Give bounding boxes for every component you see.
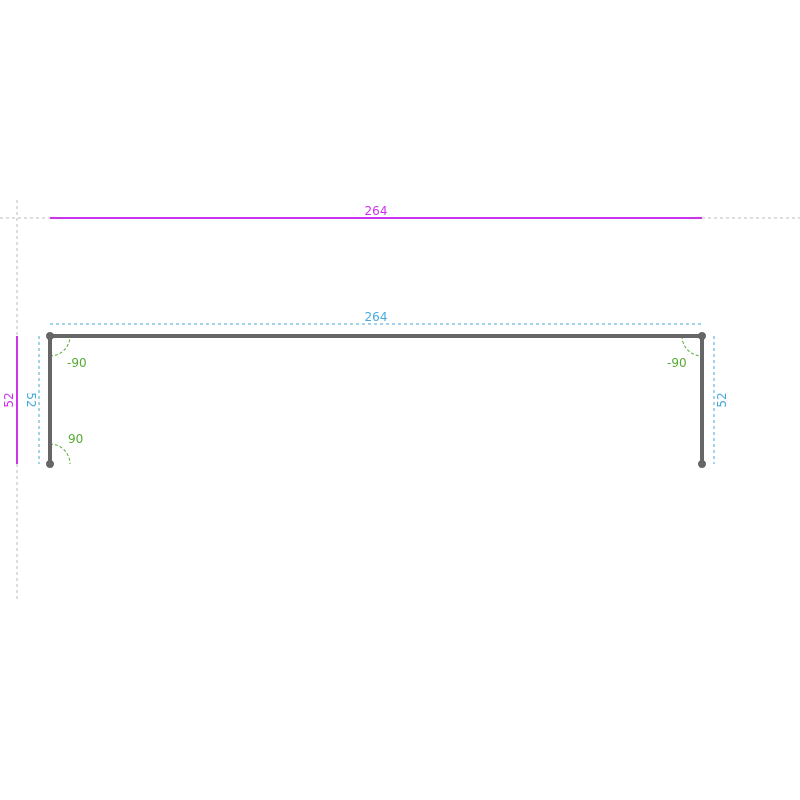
profile-vertex [698,460,706,468]
profile-vertex [46,332,54,340]
top-left-angle-label: -90 [67,356,87,370]
profile-shape [48,334,704,464]
overall-height-label: 52 [2,392,16,407]
left-segment-label: 52 [24,392,38,407]
overall-width-label: 264 [365,204,388,218]
profile-vertex [46,460,54,468]
top-segment-label: 264 [365,310,388,324]
bottom-left-angle-label: 90 [68,432,83,446]
top-right-angle-arc [681,335,703,357]
top-right-angle-label: -90 [667,356,687,370]
right-segment-label: 52 [715,392,729,407]
bottom-left-angle-arc [49,443,71,465]
profile-vertex [698,332,706,340]
top-left-angle-arc [49,335,71,357]
